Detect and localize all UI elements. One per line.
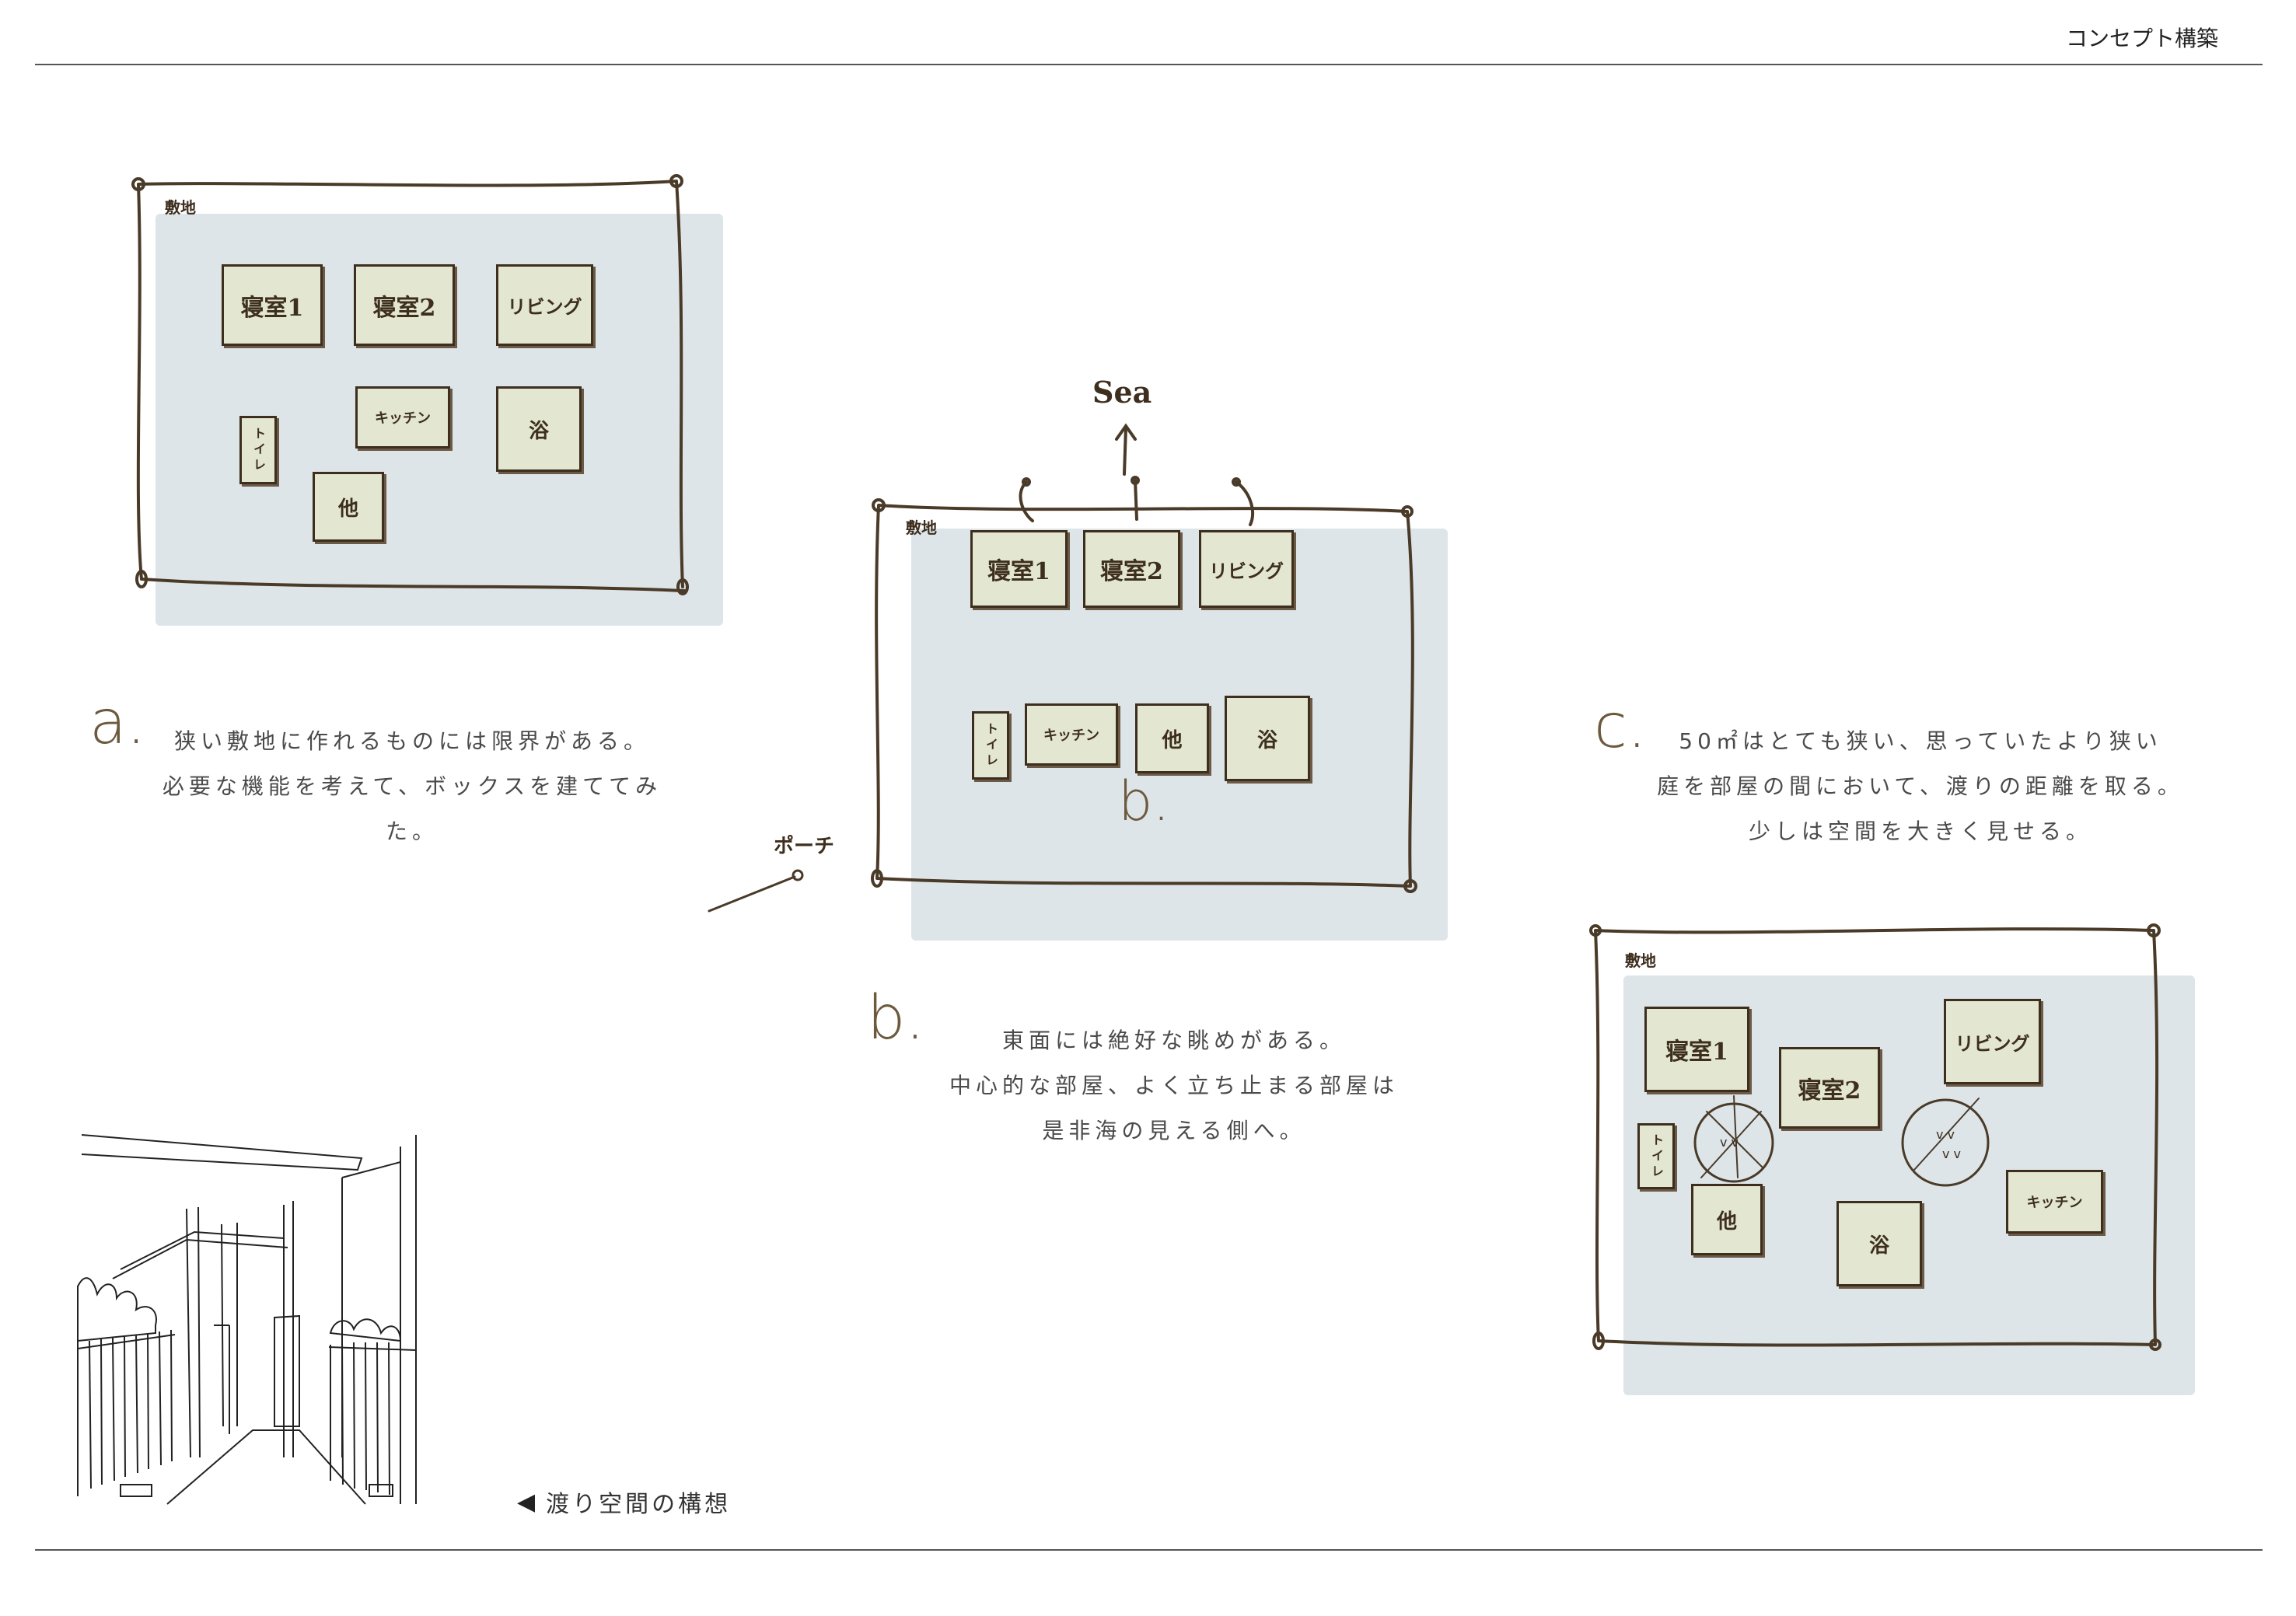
room-bedroom1: 寝室1 [222,264,323,346]
bottom-rule [35,1549,2263,1551]
section-b-line-2: 中心的な部屋、よく立ち止まる部屋は [949,1073,1399,1098]
svg-text:v v: v v [1936,1127,1955,1142]
site-frame [131,174,689,595]
room-bath: 浴 [496,386,582,472]
section-b-line-3: 是非海の見える側へ。 [1042,1118,1306,1143]
diagram-a: 敷地 寝室1 寝室2 リビング キッチン 浴 トイレ 他 [124,167,731,649]
porch-line [708,869,804,913]
room-toilet: トイレ [972,711,1009,780]
caption-arrow-icon: ◀ [517,1488,539,1516]
room-bath: 浴 [1836,1201,1922,1286]
room-living: リビング [1199,530,1294,608]
room-bedroom2: 寝室2 [1779,1047,1880,1129]
site-frame [1589,923,2161,1351]
section-a-description: 狭い敷地に作れるものには限界がある。 必要な機能を考えて、ボックスを建ててみた。 [140,719,684,854]
section-b-letter: b. [867,983,925,1053]
garden-circles: v v v v v v [1693,1095,1990,1187]
section-a-letter: a. [89,688,146,758]
room-other: 他 [313,472,384,542]
diagram-b: Sea 敷地 寝室1 寝室2 リビング トイレ キッチン 他 浴 b. [863,365,1462,956]
room-kitchen: キッチン [1025,703,1118,766]
top-rule [35,64,2263,65]
section-a-line-2: 必要な機能を考えて、ボックスを建ててみた。 [162,773,662,844]
diagram-b-inner-letter: b. [1118,770,1170,833]
section-c-line-2: 庭を部屋の間において、渡りの距離を取る。 [1657,773,2184,799]
section-c-description: 50㎡はとても狭い、思っていたより狭い 庭を部屋の間において、渡りの距離を取る。… [1641,719,2200,854]
room-bedroom1: 寝室1 [970,530,1068,608]
section-c-letter: c. [1594,692,1647,762]
room-kitchen: キッチン [2006,1170,2103,1234]
svg-text:v v: v v [1942,1147,1961,1161]
site-label: 敷地 [906,518,937,537]
site-label: 敷地 [1625,951,1656,970]
passage-sketch [77,1134,417,1505]
site-label: 敷地 [165,198,196,217]
page-title: コンセプト構築 [2065,26,2218,51]
room-bedroom2: 寝室2 [354,264,455,346]
section-c-line-3: 少しは空間を大きく見せる。 [1748,818,2092,844]
section-a-line-1: 狭い敷地に作れるものには限界がある。 [173,728,650,754]
room-other: 他 [1135,703,1209,773]
room-kitchen: キッチン [355,386,450,449]
svg-text:v v: v v [1720,1135,1739,1150]
section-b-line-1: 東面には絶好な眺めがある。 [1001,1028,1346,1053]
caption-text: 渡り空間の構想 [546,1491,732,1518]
sea-arrow [1019,423,1254,526]
porch-label: ポーチ [774,835,835,858]
room-bath: 浴 [1225,696,1310,781]
room-living: リビング [1944,999,2041,1084]
room-other: 他 [1691,1184,1763,1255]
room-toilet: トイレ [239,416,277,484]
section-c-line-1: 50㎡はとても狭い、思っていたより狭い [1679,728,2162,754]
site-frame [871,498,1417,893]
room-bedroom1: 寝室1 [1644,1007,1749,1092]
sea-label: Sea [1092,375,1152,410]
room-living: リビング [496,264,593,346]
section-b-description: 東面には絶好な眺めがある。 中心的な部屋、よく立ち止まる部屋は 是非海の見える側… [917,1018,1431,1154]
sketch-caption: ◀ 渡り空間の構想 [517,1485,731,1519]
diagram-c: 敷地 寝室1 寝室2 リビング トイレ 他 浴 キッチン v v v v v v [1586,921,2208,1411]
room-toilet: トイレ [1637,1123,1675,1189]
room-bedroom2: 寝室2 [1083,530,1180,608]
